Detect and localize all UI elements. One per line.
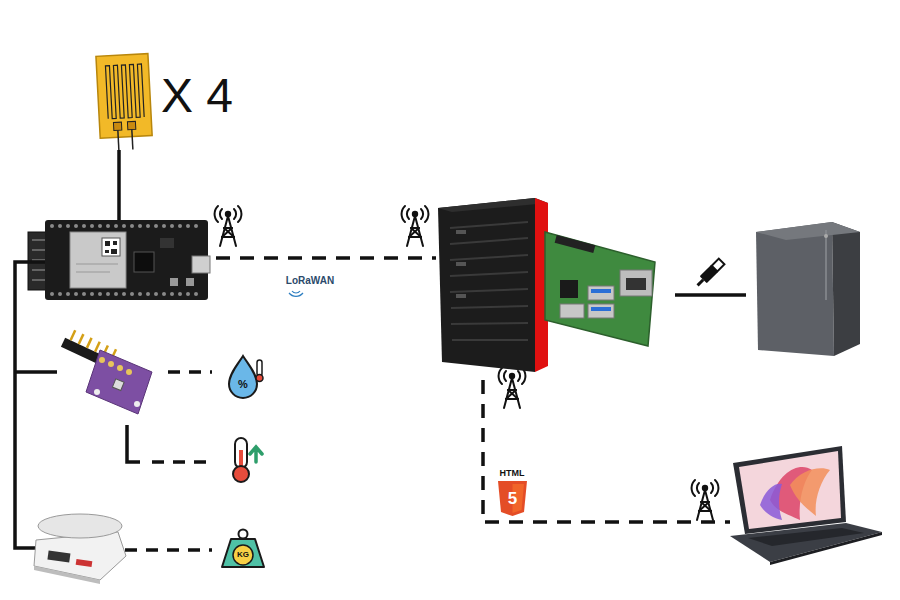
lorawan-waves bbox=[289, 291, 303, 296]
strain-gauge bbox=[96, 54, 153, 152]
count-label: X 4 bbox=[161, 72, 233, 120]
gauge-wire bbox=[117, 150, 121, 222]
humidity-link bbox=[168, 370, 212, 374]
html-version-number: 5 bbox=[508, 490, 517, 507]
weight-unit: KG bbox=[237, 551, 249, 559]
html-logo-text: HTML bbox=[500, 469, 525, 478]
raspberry-pi bbox=[545, 232, 655, 346]
sensor-bus-wire bbox=[15, 262, 45, 548]
protocol-logo-text: LoRaWAN bbox=[286, 276, 334, 286]
usb-icon bbox=[694, 258, 725, 289]
usb-link bbox=[675, 293, 746, 297]
kitchen-scale bbox=[34, 514, 126, 584]
antenna-icon bbox=[215, 206, 242, 246]
desktop-pc bbox=[756, 222, 860, 356]
sensor-branch-wire bbox=[15, 370, 57, 374]
humidity-icon bbox=[229, 356, 263, 398]
laptop bbox=[730, 446, 882, 565]
weight-icon bbox=[222, 530, 264, 568]
humidity-symbol: % bbox=[238, 379, 248, 390]
temperature-icon bbox=[233, 438, 262, 482]
html-link bbox=[483, 380, 730, 522]
antenna-icon bbox=[499, 368, 526, 408]
weight-link bbox=[125, 548, 212, 552]
antenna-icon bbox=[692, 480, 719, 520]
temperature-wire bbox=[127, 425, 140, 462]
lorawan-link bbox=[216, 256, 436, 260]
esp32-board bbox=[28, 220, 210, 300]
temperature-link bbox=[152, 460, 214, 464]
antenna-icon bbox=[402, 206, 429, 246]
html5-shield bbox=[498, 481, 527, 516]
server-rack bbox=[438, 198, 548, 372]
bme280-sensor bbox=[61, 328, 152, 414]
